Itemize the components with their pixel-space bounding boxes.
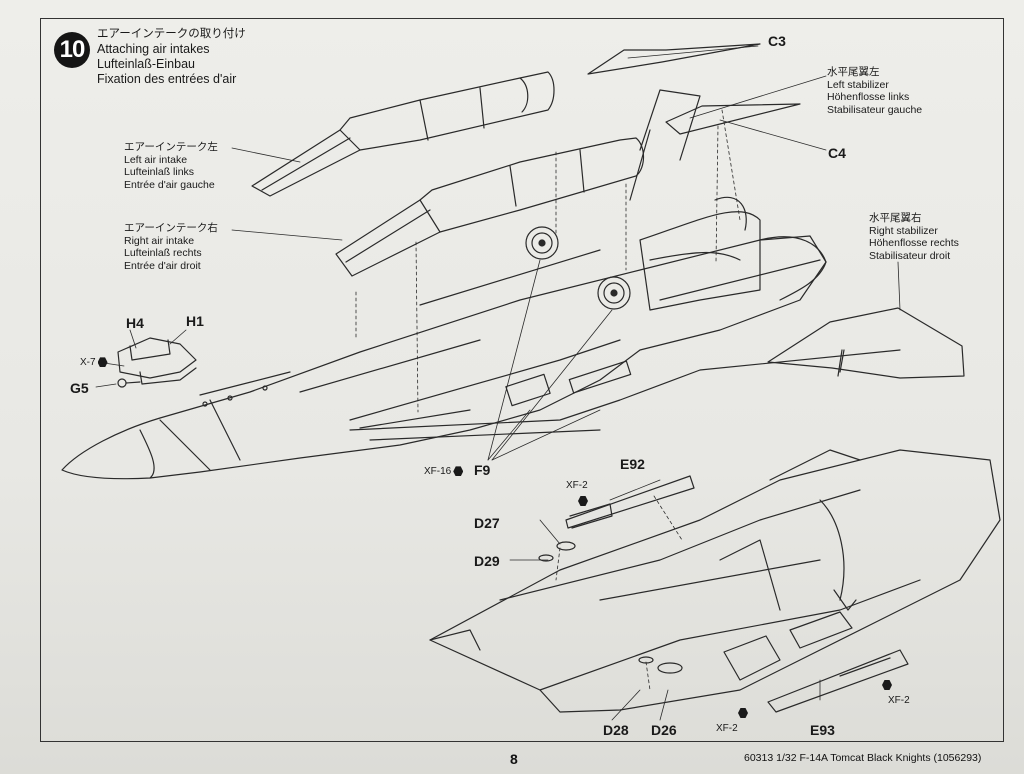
small-parts-drawing (117, 337, 197, 388)
part-e93: E93 (810, 722, 835, 738)
left-stabilizer-jp: 水平尾翼左 (827, 66, 880, 78)
part-d26: D26 (651, 722, 677, 738)
lower-detail-drawing (429, 449, 1001, 713)
left-stabilizer-en: Left stabilizer (827, 78, 889, 91)
right-intake-en: Right air intake (124, 234, 195, 247)
paint-x7: X-7 (80, 357, 108, 368)
right-stabilizer-de: Höhenflosse rechts (869, 237, 959, 249)
step-number-badge: 10 (54, 32, 90, 68)
left-intake-de: Lufteinlaß links (124, 166, 195, 178)
right-stabilizer-label: 水平尾翼右 Right stabilizer Höhenflosse recht… (869, 212, 959, 262)
hexagon-icon (882, 680, 892, 690)
hexagon-icon (738, 708, 748, 718)
hexagon-icon (97, 357, 108, 368)
part-h4: H4 (126, 315, 144, 331)
right-stabilizer-en: Right stabilizer (869, 224, 938, 237)
leader-lines (95, 45, 901, 721)
part-c4: C4 (828, 145, 846, 161)
left-intake-en: Left air intake (124, 153, 188, 166)
left-intake-drawing (251, 71, 555, 197)
right-intake-drawing (335, 137, 645, 277)
paint-x7-text: X-7 (80, 357, 96, 368)
part-f9: F9 (474, 462, 491, 478)
right-intake-label: エアーインテーク右 Right air intake Lufteinlaß re… (124, 222, 218, 272)
part-c3: C3 (768, 33, 786, 49)
part-d28: D28 (603, 722, 629, 738)
page-number: 8 (510, 751, 518, 767)
title-fr: Fixation des entrées d'air (97, 72, 237, 86)
stabilizers-drawing (587, 43, 965, 379)
hexagon-icon (578, 496, 588, 506)
paint-xf16-text: XF-16 (424, 466, 452, 477)
left-stabilizer-de: Höhenflosse links (827, 91, 910, 103)
part-g5: G5 (70, 380, 89, 396)
left-stabilizer-fr: Stabilisateur gauche (827, 103, 923, 116)
upper-fuselage-drawing (61, 89, 901, 480)
paint-xf2-top-text: XF-2 (566, 480, 588, 491)
paint-xf2-bottom-left: XF-2 (716, 723, 738, 734)
page-frame (40, 18, 1004, 742)
right-intake-fr: Entrée d'air droit (124, 259, 201, 272)
part-e92: E92 (620, 456, 645, 472)
left-stabilizer-label: 水平尾翼左 Left stabilizer Höhenflosse links … (827, 66, 922, 116)
step-title: エアーインテークの取り付け Attaching air intakes Luft… (97, 27, 246, 87)
catalog-footer: 60313 1/32 F-14A Tomcat Black Knights (1… (744, 752, 982, 764)
paint-xf16: XF-16 (424, 466, 464, 477)
left-intake-fr: Entrée d'air gauche (124, 178, 215, 191)
title-de: Lufteinlaß-Einbau (97, 57, 195, 71)
part-d29: D29 (474, 553, 500, 569)
part-h1: H1 (186, 313, 204, 329)
right-stabilizer-jp: 水平尾翼右 (869, 212, 922, 224)
right-intake-jp: エアーインテーク右 (124, 222, 218, 234)
left-intake-label: エアーインテーク左 Left air intake Lufteinlaß lin… (124, 141, 218, 191)
hexagon-icon (453, 466, 464, 477)
title-jp: エアーインテークの取り付け (97, 28, 246, 40)
left-intake-jp: エアーインテーク左 (124, 141, 218, 153)
paint-xf2-bottom-left-text: XF-2 (716, 723, 738, 734)
title-en: Attaching air intakes (97, 42, 210, 56)
right-intake-de: Lufteinlaß rechts (124, 247, 202, 259)
paint-xf2-bottom-right-text: XF-2 (888, 695, 910, 706)
right-stabilizer-fr: Stabilisateur droit (869, 249, 951, 262)
paint-xf2-bottom-right: XF-2 (888, 695, 910, 706)
assembly-dashes (355, 109, 741, 691)
part-d27: D27 (474, 515, 500, 531)
paint-xf2-top: XF-2 (566, 480, 588, 491)
